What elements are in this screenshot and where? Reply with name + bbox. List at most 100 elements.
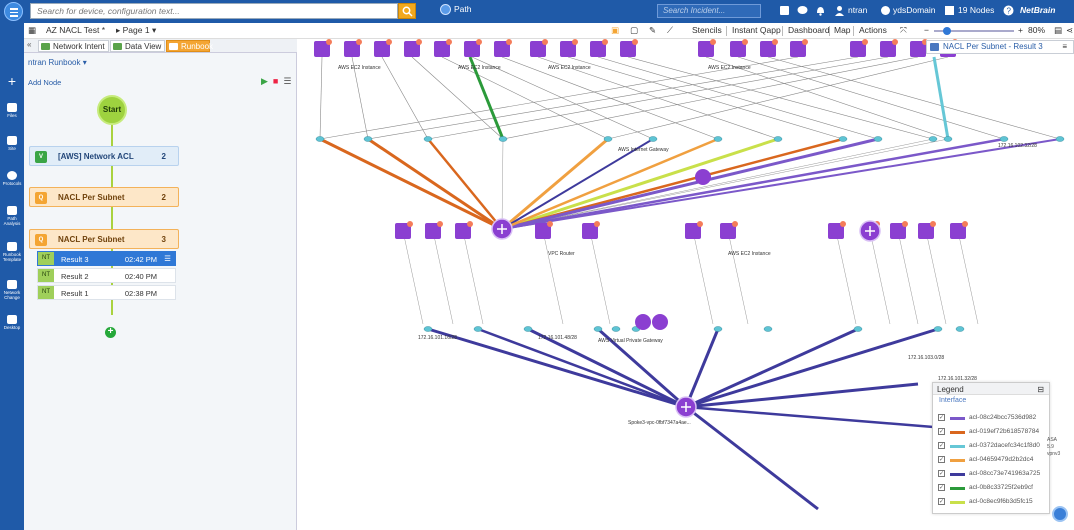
ec2-instance-icon[interactable] — [850, 41, 866, 57]
subnet-node-icon[interactable] — [1055, 136, 1065, 142]
clipboard-icon[interactable] — [779, 5, 790, 16]
ec2-instance-icon[interactable] — [582, 223, 598, 239]
acl-link[interactable] — [477, 327, 687, 409]
ec2-instance-icon[interactable] — [760, 41, 776, 57]
chat-icon[interactable] — [797, 5, 808, 16]
subnet-node-icon[interactable] — [933, 326, 943, 332]
subnet-node-icon[interactable] — [423, 136, 433, 142]
subnet-node-icon[interactable] — [853, 326, 863, 332]
page-selector[interactable]: ▸ Page 1 ▾ — [116, 25, 157, 35]
subnet-node-icon[interactable] — [773, 136, 783, 142]
map-button[interactable]: Map — [834, 25, 851, 35]
assistant-button[interactable] — [1052, 506, 1068, 522]
ec2-instance-icon[interactable] — [395, 223, 411, 239]
legend-item[interactable]: ✓acl-0372dacefc34c1f8d0 — [938, 441, 1048, 452]
acl-link[interactable] — [319, 137, 503, 231]
result-item[interactable]: NT Result 3 02:42 PM ☰ — [37, 251, 176, 266]
map-title[interactable]: AZ NACL Test * — [46, 25, 106, 35]
sidebar-item-protocols[interactable]: Protocols — [0, 171, 24, 186]
zoom-in-icon[interactable]: + — [1018, 25, 1023, 35]
acl-link[interactable] — [685, 382, 919, 409]
ec2-instance-icon[interactable] — [890, 223, 906, 239]
incident-search-input[interactable]: Search Incident... — [657, 4, 761, 18]
sidebar-item-network-change[interactable]: Network Change — [0, 280, 24, 300]
ec2-instance-icon[interactable] — [910, 41, 926, 57]
legend-item[interactable]: ✓acl-0b8c33725f2eb9cf — [938, 483, 1048, 494]
subnet-node-icon[interactable] — [363, 136, 373, 142]
internet-gateway-icon[interactable] — [652, 314, 668, 330]
legend-checkbox[interactable]: ✓ — [938, 498, 945, 505]
help-icon[interactable]: ? — [1003, 5, 1014, 16]
sidebar-item-runbook-template[interactable]: Runbook Template — [0, 242, 24, 262]
dashboard-button[interactable]: Dashboard — [788, 25, 830, 35]
subnet-node-icon[interactable] — [943, 136, 953, 142]
ec2-instance-icon[interactable] — [314, 41, 330, 57]
acl-link[interactable] — [685, 405, 959, 431]
subnet-node-icon[interactable] — [498, 136, 508, 142]
ec2-instance-icon[interactable] — [455, 223, 471, 239]
ec2-instance-icon[interactable] — [404, 41, 420, 57]
ec2-instance-icon[interactable] — [685, 223, 701, 239]
ec2-instance-icon[interactable] — [828, 223, 844, 239]
panel-menu-icon[interactable]: ≡ — [1062, 42, 1067, 51]
user-name[interactable]: ntran — [848, 5, 868, 15]
subnet-node-icon[interactable] — [838, 136, 848, 142]
ec2-instance-icon[interactable] — [530, 41, 546, 57]
ec2-instance-icon[interactable] — [560, 41, 576, 57]
path-button[interactable]: Path — [440, 4, 472, 16]
legend-item[interactable]: ✓acl-0c8ec9f6b3d5fc15 — [938, 497, 1048, 508]
subnet-node-icon[interactable] — [603, 136, 613, 142]
legend-item[interactable]: ✓acl-08cc73e741963a725 — [938, 469, 1048, 480]
tab-data-view[interactable]: Data View — [110, 40, 166, 52]
start-node[interactable]: Start — [97, 95, 127, 125]
zoom-handle[interactable] — [943, 27, 951, 35]
acl-link[interactable] — [685, 327, 859, 409]
acl-link[interactable] — [501, 138, 654, 230]
grid-icon[interactable]: ▣ — [611, 25, 620, 35]
acl-link[interactable] — [685, 405, 819, 511]
acl-link[interactable] — [367, 137, 503, 231]
runbook-title[interactable]: ntran Runbook ▾ — [28, 58, 87, 67]
ec2-instance-icon[interactable] — [590, 41, 606, 57]
line-icon[interactable]: ⟋ — [667, 25, 673, 35]
ec2-instance-icon[interactable] — [620, 41, 636, 57]
acl-link[interactable] — [501, 137, 609, 231]
sidebar-item-path[interactable]: Path Analysis — [0, 206, 24, 226]
new-button[interactable]: + — [0, 74, 24, 88]
share-icon[interactable]: ⋖ — [1066, 25, 1074, 35]
subnet-node-icon[interactable] — [611, 326, 621, 332]
acl-link[interactable] — [501, 138, 1061, 230]
acl-link[interactable] — [427, 327, 687, 409]
legend-item[interactable]: ✓acl-019ef72b618578784 — [938, 427, 1048, 438]
subnet-node-icon[interactable] — [523, 326, 533, 332]
ec2-instance-icon[interactable] — [880, 41, 896, 57]
pen-icon[interactable]: ✎ — [649, 25, 657, 35]
legend-checkbox[interactable]: ✓ — [938, 456, 945, 463]
ec2-instance-icon[interactable] — [344, 41, 360, 57]
acl-link[interactable] — [685, 327, 939, 409]
subnet-node-icon[interactable] — [928, 136, 938, 142]
acl-link[interactable] — [501, 137, 879, 231]
internet-gateway-icon[interactable] — [695, 169, 711, 185]
result-item[interactable]: NT Result 1 02:38 PM — [37, 285, 176, 300]
runbook-node-network-acl[interactable]: V [AWS] Network ACL 2 — [29, 146, 179, 166]
tab-runbook[interactable]: Runbook — [166, 40, 213, 52]
domain-name[interactable]: ydsDomain — [893, 5, 936, 15]
subnet-node-icon[interactable] — [315, 136, 325, 142]
ec2-instance-icon[interactable] — [698, 41, 714, 57]
ec2-instance-icon[interactable] — [374, 41, 390, 57]
tab-network-intent[interactable]: Network Intent — [38, 40, 109, 52]
runbook-node-nacl-per-subnet-1[interactable]: Q NACL Per Subnet 2 — [29, 187, 179, 207]
subnet-node-icon[interactable] — [763, 326, 773, 332]
ec2-instance-icon[interactable] — [730, 41, 746, 57]
node-count[interactable]: 19 Nodes — [958, 5, 995, 15]
legend-checkbox[interactable]: ✓ — [938, 428, 945, 435]
zoom-slider[interactable] — [934, 27, 1014, 35]
legend-checkbox[interactable]: ✓ — [938, 484, 945, 491]
play-icon[interactable]: ▶ — [261, 76, 268, 86]
result-panel-tab[interactable]: NACL Per Subnet - Result 3 ≡ — [926, 40, 1074, 54]
acl-link[interactable] — [501, 137, 1005, 231]
internet-gateway-icon[interactable] — [635, 314, 651, 330]
